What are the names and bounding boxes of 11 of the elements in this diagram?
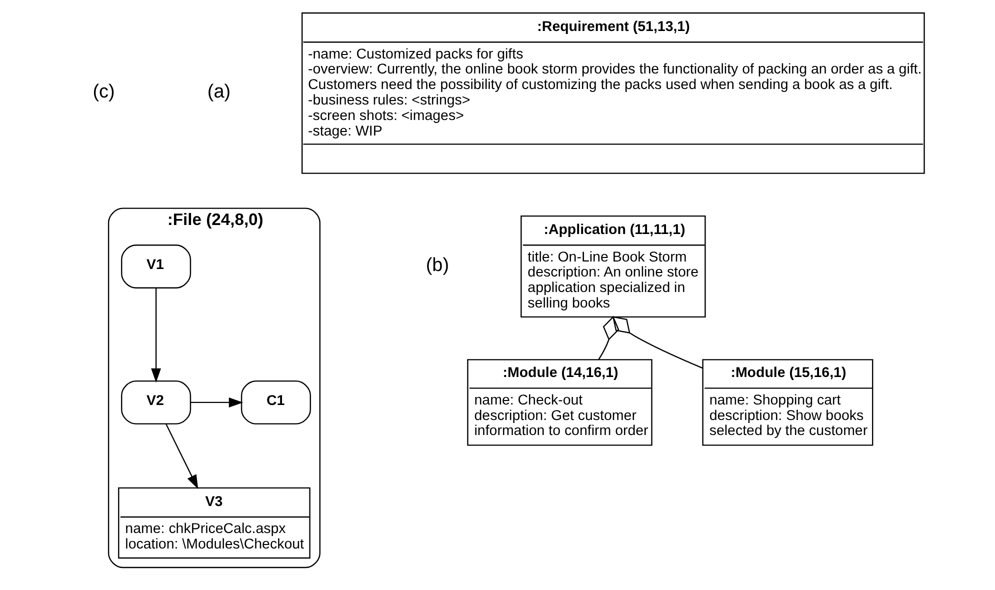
arrow <box>150 288 161 383</box>
label: (b) <box>425 255 449 276</box>
arrow <box>190 397 243 408</box>
label: (c) <box>92 82 114 103</box>
node-box: V1 <box>120 244 191 288</box>
label: (a) <box>206 82 230 103</box>
connector <box>598 316 619 360</box>
node-box: V2 <box>120 380 191 424</box>
connector <box>612 316 702 369</box>
node-box: C1 <box>240 380 310 424</box>
arrow <box>165 424 198 490</box>
